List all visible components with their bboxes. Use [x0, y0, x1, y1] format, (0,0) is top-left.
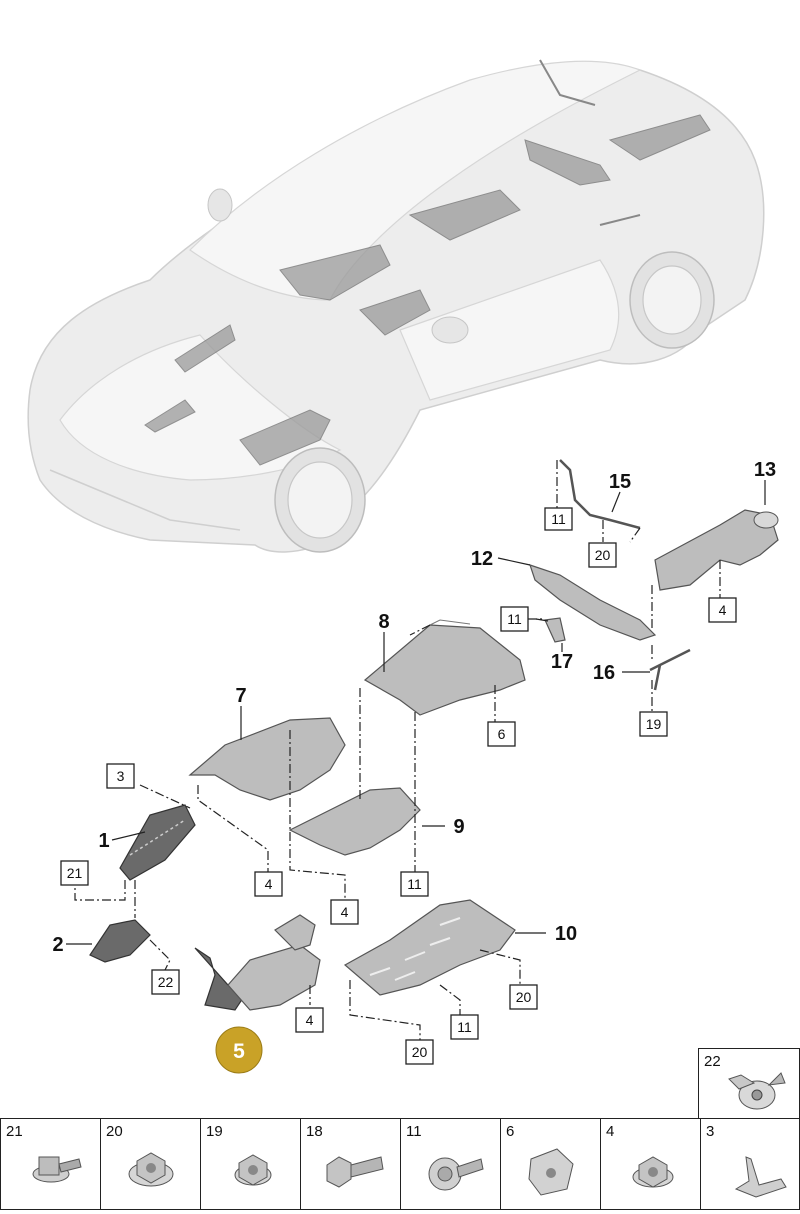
hex-bolt-icon — [326, 1156, 384, 1188]
svg-text:6: 6 — [498, 726, 506, 742]
svg-text:3: 3 — [117, 768, 125, 784]
part-12-heat-shield-strip — [529, 564, 657, 641]
callout-12: 12 — [471, 548, 493, 570]
svg-text:19: 19 — [646, 716, 662, 732]
fastener-legend: 21 20 19 18 11 — [0, 1118, 800, 1212]
svg-text:11: 11 — [457, 1019, 472, 1035]
bolt-with-washer-icon — [32, 1156, 82, 1183]
fastener-cell-18[interactable]: 18 — [300, 1118, 401, 1210]
fastener-number: 22 — [704, 1053, 721, 1070]
svg-text:21: 21 — [67, 865, 83, 881]
highlight-marker-5[interactable]: 5 — [215, 1026, 263, 1074]
spring-clip-icon — [734, 1156, 787, 1198]
callout-13: 13 — [754, 459, 776, 481]
part-7-heat-shield — [188, 717, 346, 801]
callout-8: 8 — [378, 611, 389, 633]
fastener-number: 6 — [506, 1123, 515, 1140]
svg-text:4: 4 — [719, 602, 727, 618]
fastener-number: 4 — [606, 1123, 615, 1140]
part-9-heat-shield — [288, 787, 421, 856]
callout-16: 16 — [593, 662, 615, 684]
leader-lines — [66, 480, 766, 945]
fastener-number: 11 — [406, 1123, 422, 1140]
callout-15: 15 — [609, 471, 631, 493]
part-15-bracket — [559, 459, 641, 530]
car-illustration — [27, 59, 765, 553]
svg-text:20: 20 — [412, 1044, 428, 1060]
part-10-underbody-shield — [343, 899, 516, 996]
dash-lines — [74, 460, 721, 1040]
svg-text:22: 22 — [158, 974, 174, 990]
fastener-cell-11[interactable]: 11 — [400, 1118, 501, 1210]
flange-bolt-icon — [428, 1157, 484, 1191]
callout-2: 2 — [52, 934, 63, 956]
callout-7: 7 — [235, 685, 246, 707]
box-3: 3 — [106, 763, 135, 789]
box-11-c: 11 — [400, 871, 429, 897]
box-20-b: 20 — [509, 984, 538, 1010]
flange-nut-icon — [128, 1152, 174, 1187]
svg-text:11: 11 — [507, 611, 522, 627]
hex-nut-icon — [234, 1154, 272, 1186]
box-11-a: 11 — [544, 507, 573, 531]
fastener-cell-6[interactable]: 6 — [500, 1118, 601, 1210]
part-8-heat-shield — [363, 619, 526, 716]
hex-nut-icon — [632, 1156, 674, 1188]
part-16-bracket — [649, 648, 691, 691]
svg-text:11: 11 — [407, 876, 422, 892]
fastener-number: 20 — [106, 1123, 123, 1140]
box-22: 22 — [151, 969, 180, 995]
part-13-heat-shield — [654, 509, 779, 591]
svg-text:20: 20 — [516, 989, 532, 1005]
part-1-heat-shield — [119, 804, 196, 881]
boxed-callouts: 11 20 4 11 19 6 3 21 4 11 4 22 20 4 11 2… — [60, 507, 737, 1065]
fastener-cell-4[interactable]: 4 — [600, 1118, 701, 1210]
callout-numbers: 13 15 12 8 17 16 7 9 1 2 10 — [52, 459, 776, 956]
box-20-a: 20 — [588, 542, 617, 568]
svg-text:4: 4 — [265, 876, 273, 892]
callout-17: 17 — [551, 651, 573, 673]
fastener-cell-19[interactable]: 19 — [200, 1118, 301, 1210]
svg-text:4: 4 — [306, 1012, 314, 1028]
box-21: 21 — [60, 860, 89, 886]
box-11-b: 11 — [500, 606, 529, 632]
svg-text:4: 4 — [341, 904, 349, 920]
callout-10: 10 — [555, 923, 577, 945]
fastener-cell-22[interactable]: 22 — [698, 1048, 800, 1120]
box-4-a: 4 — [708, 597, 737, 623]
part-17-bracket — [544, 617, 566, 643]
fastener-cell-21[interactable]: 21 — [0, 1118, 101, 1210]
expanding-rivet-icon — [728, 1072, 786, 1110]
part-2-bracket — [89, 919, 151, 963]
svg-text:5: 5 — [233, 1040, 245, 1063]
box-4-d: 4 — [295, 1007, 324, 1033]
box-20-c: 20 — [405, 1039, 434, 1065]
speed-nut-icon — [528, 1148, 574, 1196]
box-4-b: 4 — [254, 871, 283, 897]
box-19: 19 — [639, 711, 668, 737]
fastener-number: 19 — [206, 1123, 223, 1140]
part-5-heat-shield — [194, 914, 321, 1011]
callout-9: 9 — [453, 816, 464, 838]
fastener-number: 3 — [706, 1123, 715, 1140]
fastener-cell-3[interactable]: 3 — [700, 1118, 800, 1210]
fastener-number: 18 — [306, 1123, 323, 1140]
fastener-cell-20[interactable]: 20 — [100, 1118, 201, 1210]
fastener-number: 21 — [6, 1123, 23, 1140]
callout-1: 1 — [98, 830, 109, 852]
svg-text:20: 20 — [595, 547, 611, 563]
box-4-c: 4 — [330, 899, 359, 925]
box-6: 6 — [487, 721, 516, 747]
box-11-d: 11 — [450, 1014, 479, 1040]
svg-text:11: 11 — [551, 511, 566, 527]
